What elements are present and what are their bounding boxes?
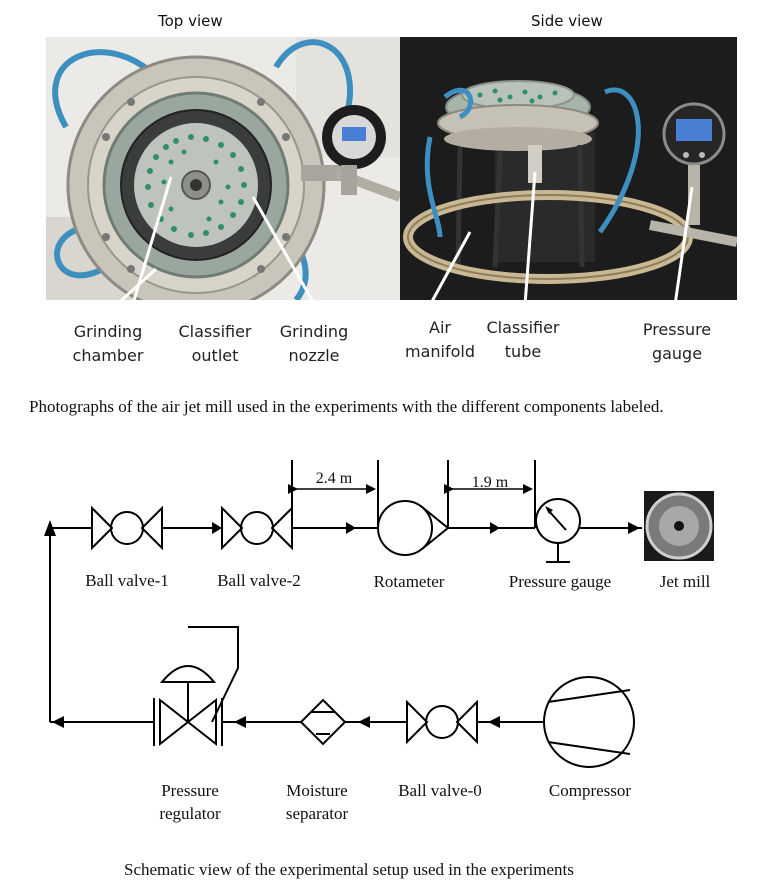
label-classifier-outlet-line2: outlet (191, 346, 239, 365)
label-moisture-separator-line2: separator (285, 804, 349, 823)
schematic-diagram (44, 460, 714, 768)
label-pressure-gauge: Pressure gauge (508, 572, 612, 591)
label-air-manifold-line1: Air (429, 318, 451, 337)
label-ball-valve-0: Ball valve-0 (398, 781, 482, 800)
photos-caption: Photographs of the air jet mill used in … (29, 397, 664, 416)
label-grinding-chamber-line2: chamber (72, 346, 144, 365)
label-grinding-chamber: Grinding chamber (66, 320, 150, 368)
label-pressure-regulator-line2: regulator (159, 804, 221, 823)
side-view-title: Side view (531, 12, 603, 30)
top-view-title: Top view (158, 12, 223, 30)
pressure-regulator-symbol (153, 626, 239, 747)
compressor-symbol (543, 676, 635, 768)
label-jet-mill: Jet mill (659, 572, 711, 591)
schematic-caption: Schematic view of the experimental setup… (124, 860, 574, 879)
label-air-manifold: Air manifold (398, 316, 482, 364)
label-grinding-chamber-line1: Grinding (73, 322, 143, 341)
label-classifier-tube: Classifier tube (478, 316, 568, 364)
pressure-gauge-symbol (535, 498, 581, 563)
label-classifier-outlet-line1: Classifier (178, 322, 252, 341)
label-ball-valve-1: Ball valve-1 (85, 571, 169, 590)
ball-valve-2-symbol (221, 505, 293, 551)
label-pressure-regulator: Pressure regulator (140, 779, 240, 825)
label-classifier-tube-line1: Classifier (486, 318, 560, 337)
label-compressor: Compressor (548, 781, 632, 800)
label-grinding-nozzle: Grinding nozzle (272, 320, 356, 368)
label-moisture-separator: Moisture separator (267, 779, 367, 825)
label-pressure-gauge-photo: Pressure gauge (632, 318, 722, 366)
label-classifier-outlet: Classifier outlet (170, 320, 260, 368)
label-ball-valve-2: Ball valve-2 (217, 571, 301, 590)
jet-mill-image (644, 491, 714, 561)
rotameter-symbol (377, 500, 450, 556)
moisture-separator-symbol (299, 698, 347, 746)
label-moisture-separator-line1: Moisture (286, 781, 348, 800)
label-rotameter: Rotameter (373, 572, 445, 591)
ball-valve-1-symbol (91, 505, 163, 551)
label-pressure-gauge-line2: gauge (651, 344, 703, 363)
top-view-photo (46, 37, 400, 300)
ball-valve-0-symbol (406, 699, 478, 745)
dimension-label-2: 1.9 m (471, 474, 509, 491)
side-view-photo (400, 37, 737, 300)
label-classifier-tube-line2: tube (504, 342, 542, 361)
label-pressure-regulator-line1: Pressure (161, 781, 219, 800)
label-grinding-nozzle-line2: nozzle (288, 346, 340, 365)
label-pressure-gauge-line1: Pressure (642, 320, 712, 339)
dimension-label-1: 2.4 m (315, 470, 353, 487)
label-air-manifold-line2: manifold (405, 342, 475, 361)
label-grinding-nozzle-line1: Grinding (279, 322, 349, 341)
pressure-gauge-needle (547, 509, 567, 531)
